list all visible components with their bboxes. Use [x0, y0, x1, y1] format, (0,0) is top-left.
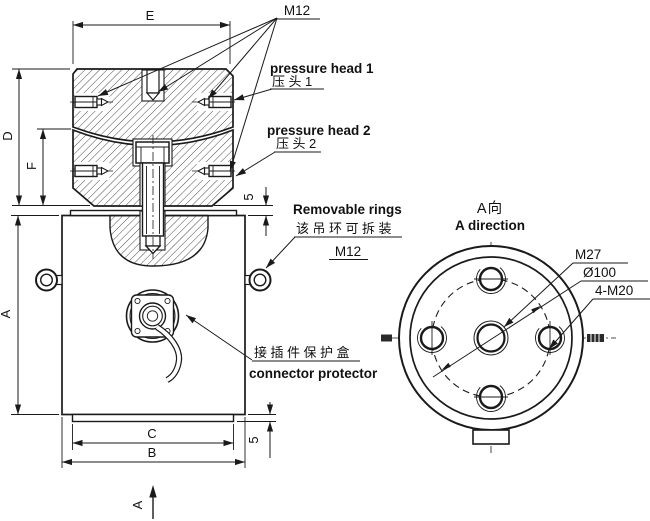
- bolt-hole-bottom: [474, 382, 508, 412]
- dim-f-label: F: [24, 162, 39, 170]
- bolt-circle-label: Ø100: [583, 265, 616, 280]
- a-view-labels: M27 Ø100 4-M20: [432, 247, 650, 378]
- connector: [125, 289, 183, 383]
- section-arrow: A: [130, 485, 157, 519]
- dim-a-label: A: [0, 309, 13, 318]
- dim-d-label: D: [0, 131, 15, 140]
- thread-m12-label: M12: [284, 3, 310, 18]
- side-screw-upper-left: [70, 93, 114, 111]
- ring-stub-right: [587, 334, 604, 342]
- removable-rings-thread: M12: [335, 244, 361, 259]
- pressure-head-2-zh: 压头2: [276, 136, 320, 151]
- pressure-head-blocks: [70, 68, 236, 267]
- center-thread-label: M27: [575, 247, 601, 262]
- connector-label-en: connector protector: [249, 366, 378, 381]
- center-hole: [473, 320, 509, 356]
- lifting-ring-right: [244, 268, 272, 292]
- a-view-title-en: A direction: [455, 218, 525, 233]
- bolt-holes-label: 4-M20: [595, 283, 633, 298]
- pressure-head-1-en: pressure head 1: [270, 61, 374, 76]
- bolt-hole-top: [474, 264, 508, 294]
- section-arrow-label: A: [130, 500, 145, 509]
- annotations: M12 pressure head 1 压头1 pressure head 2 …: [97, 3, 402, 381]
- bolt-hole-left: [417, 321, 447, 355]
- ring-stub-left: [381, 334, 392, 342]
- pressure-head-1-zh: 压头1: [272, 74, 316, 89]
- gap-upper-label: 5: [241, 193, 256, 200]
- side-screw-lower-left: [70, 162, 114, 180]
- bottom-tab: [472, 429, 510, 445]
- lifting-ring-left: [35, 268, 63, 292]
- cable: [155, 324, 183, 383]
- central-bolt: [132, 135, 173, 259]
- top-stud: [141, 69, 165, 102]
- pressure-head-2-en: pressure head 2: [267, 123, 371, 138]
- dim-b-label: B: [148, 445, 157, 460]
- a-view-title-zh: A向: [477, 200, 503, 217]
- dim-e-label: E: [146, 8, 155, 23]
- connector-label-zh: 接插件保护盒: [254, 345, 353, 360]
- removable-rings-zh: 该吊环可拆装: [296, 221, 395, 236]
- gap-lower-label: 5: [246, 436, 261, 443]
- inner-circle: [409, 256, 573, 420]
- front-view: E D F A 5 5: [0, 3, 402, 519]
- a-direction-view: A向 A direction: [381, 200, 650, 453]
- removable-rings-en: Removable rings: [293, 202, 402, 217]
- side-screw-upper-right: [192, 93, 236, 111]
- dimensions: E D F A 5 5: [0, 8, 276, 468]
- side-screw-lower-right: [192, 162, 236, 180]
- dim-c-label: C: [147, 426, 156, 441]
